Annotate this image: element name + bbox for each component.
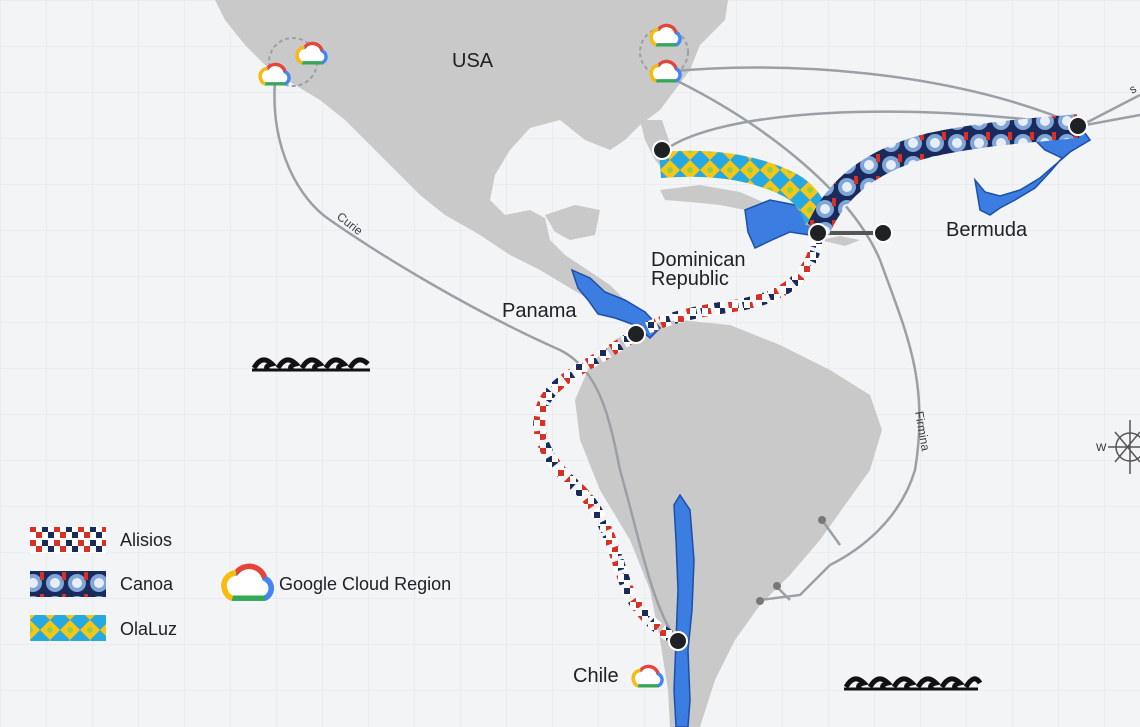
legend-google-cloud-icon	[221, 563, 274, 601]
google-cloud-icon[interactable]	[649, 23, 682, 47]
chile-node[interactable]	[668, 631, 688, 651]
google-cloud-icon[interactable]	[631, 664, 664, 688]
chile-label: Chile	[573, 665, 619, 687]
cable-lines	[273, 66, 1140, 641]
chile-highlight	[673, 493, 695, 727]
cloud-region-icons	[258, 23, 682, 688]
lesser-antilles	[820, 236, 860, 246]
east-coast-cable-1	[664, 66, 1081, 128]
firmina-cable-label: Firmina	[912, 410, 933, 452]
offscreen-cable-2	[1079, 113, 1140, 128]
legend-alisios-label: Alisios	[120, 530, 173, 550]
google-cloud-icon[interactable]	[295, 41, 328, 65]
brazil-spur-1	[759, 564, 831, 602]
canoa-swatch	[30, 571, 106, 597]
north-america-landmass	[215, 0, 728, 325]
olaluz-swatch	[30, 615, 106, 641]
brazil-node-1	[818, 516, 826, 524]
compass-west-label: W	[1096, 442, 1107, 454]
usa-label: USA	[452, 50, 494, 72]
firmina-cable	[664, 73, 921, 567]
brazil-spur-3	[820, 519, 842, 546]
offscreen-cable-label: s	[1127, 81, 1139, 96]
wave-icon-pacific	[251, 357, 370, 372]
dominican-republic-label-line2: Republic	[651, 268, 729, 290]
offscreen-cable-1	[1079, 93, 1140, 128]
dr-spur-node[interactable]	[873, 223, 893, 243]
panama-node[interactable]	[626, 324, 646, 344]
brazil-node-3	[756, 597, 764, 605]
south-america-landmass	[575, 320, 882, 727]
highlighted-countries	[570, 125, 1092, 727]
olaluz-cable	[658, 150, 831, 226]
bermuda-node[interactable]	[1068, 116, 1088, 136]
legend-cloud-region-label: Google Cloud Region	[279, 574, 452, 594]
landing-nodes	[626, 116, 1088, 651]
legend-canoa-label: Canoa	[120, 574, 174, 594]
hispaniola-highlight	[744, 199, 816, 250]
cuba	[660, 185, 770, 212]
google-cloud-icon[interactable]	[649, 59, 682, 83]
brazil-node-2	[773, 582, 781, 590]
east-coast-cable-2	[664, 110, 1081, 152]
bermuda-label: Bermuda	[946, 219, 1028, 241]
florida-node[interactable]	[652, 140, 672, 160]
google-cloud-icon[interactable]	[258, 62, 291, 86]
panama-label: Panama	[502, 300, 577, 322]
panama-highlight	[570, 268, 662, 340]
dominican-republic-node[interactable]	[808, 223, 828, 243]
dominican-republic-label-line1: Dominican	[651, 249, 746, 271]
compass-rose-icon	[1108, 420, 1140, 474]
legend-olaluz-label: OlaLuz	[120, 619, 178, 639]
alisios-swatch	[30, 527, 106, 553]
alisios-cable	[533, 236, 824, 646]
canoa-cable	[806, 114, 1080, 235]
wave-icon-atlantic	[843, 676, 983, 691]
yucatan	[545, 205, 600, 240]
curie-cable	[273, 79, 678, 641]
bermuda-highlight	[973, 125, 1092, 216]
